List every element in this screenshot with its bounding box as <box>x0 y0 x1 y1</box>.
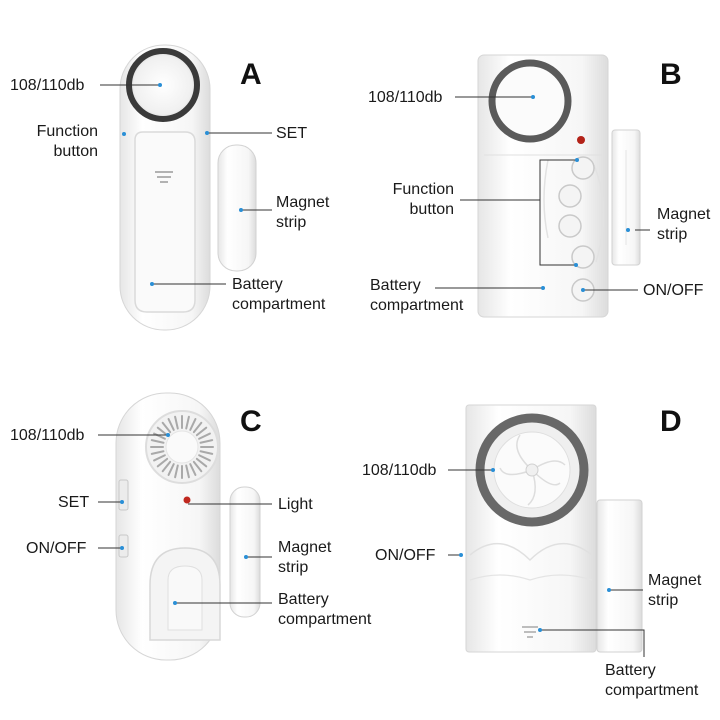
device-a <box>119 44 257 331</box>
device-b-button-1 <box>571 156 595 180</box>
device-b-button-column <box>558 156 595 302</box>
grill-slot <box>189 463 197 476</box>
device-c-magnet <box>229 486 261 618</box>
callout-dots <box>120 83 630 632</box>
c-onoff-label: ON/OFF <box>26 540 87 557</box>
grill-slot <box>192 421 203 434</box>
grill-slot <box>174 464 179 479</box>
a-magnet-label: Magnet strip <box>276 194 330 231</box>
a-set-label: SET <box>276 125 308 142</box>
grill-slot <box>198 454 211 462</box>
device-c <box>115 392 261 661</box>
device-c-speaker-grill <box>150 415 214 479</box>
device-a-battery-cover <box>134 131 196 313</box>
device-a-magnet <box>217 144 257 272</box>
a-decibel-label: 108/110db <box>10 77 85 94</box>
grill-slot <box>167 418 175 431</box>
device-c-light <box>183 496 191 504</box>
device-d-magnet <box>596 499 643 653</box>
device-b-button-4 <box>571 245 595 269</box>
b-onoff-label: ON/OFF <box>643 282 704 299</box>
grill-slot <box>192 460 203 473</box>
panel-letter-a: A <box>240 58 262 91</box>
grill-slot <box>161 460 172 473</box>
c-set-label: SET <box>58 494 90 511</box>
panel-letter-d: D <box>660 405 682 438</box>
grill-slot <box>153 432 166 440</box>
grill-slot <box>198 432 211 440</box>
grill-slot <box>156 457 169 468</box>
panel-letter-c: C <box>240 405 262 438</box>
grill-slot <box>156 426 169 437</box>
device-d-cover-arrow-icon <box>522 626 538 638</box>
c-battery-label: Battery compartment <box>278 591 372 628</box>
grill-slot <box>174 415 179 430</box>
b-battery-label: Battery compartment <box>370 277 464 314</box>
device-d <box>465 404 643 653</box>
c-light-label: Light <box>278 496 313 513</box>
grill-slot <box>195 457 208 468</box>
grill-slot <box>161 421 172 434</box>
grill-slot <box>150 439 165 444</box>
b-magnet-label: Magnet strip <box>657 206 711 243</box>
grill-slot <box>199 439 214 444</box>
grill-slot <box>185 464 190 479</box>
grill-slot <box>153 454 166 462</box>
device-b <box>477 54 641 318</box>
d-onoff-label: ON/OFF <box>375 547 436 564</box>
grill-slot <box>185 415 190 430</box>
c-decibel-label: 108/110db <box>10 427 85 444</box>
c-magnet-label: Magnet strip <box>278 539 332 576</box>
leader-lines <box>98 84 650 657</box>
device-b-button-2 <box>558 184 582 208</box>
d-decibel-label: 108/110db <box>362 462 437 479</box>
device-b-indicator <box>577 136 585 144</box>
device-b-button-3 <box>558 214 582 238</box>
panel-letter-b: B <box>660 58 682 91</box>
device-c-onoff-switch <box>118 534 129 558</box>
device-a-cover-arrow-icon <box>155 171 173 183</box>
grill-slot <box>199 450 214 455</box>
device-c-set-switch <box>118 479 129 511</box>
grill-slot <box>167 463 175 476</box>
grill-slot <box>189 418 197 431</box>
a-battery-label: Battery compartment <box>232 276 326 313</box>
b-function-label: Function button <box>392 181 454 218</box>
a-function-label: Function button <box>36 123 98 160</box>
grill-slot <box>195 426 208 437</box>
d-battery-label: Battery compartment <box>605 662 699 699</box>
d-magnet-label: Magnet strip <box>648 572 702 609</box>
b-decibel-label: 108/110db <box>368 89 443 106</box>
grill-slot <box>150 450 165 455</box>
device-b-speaker <box>488 59 572 143</box>
